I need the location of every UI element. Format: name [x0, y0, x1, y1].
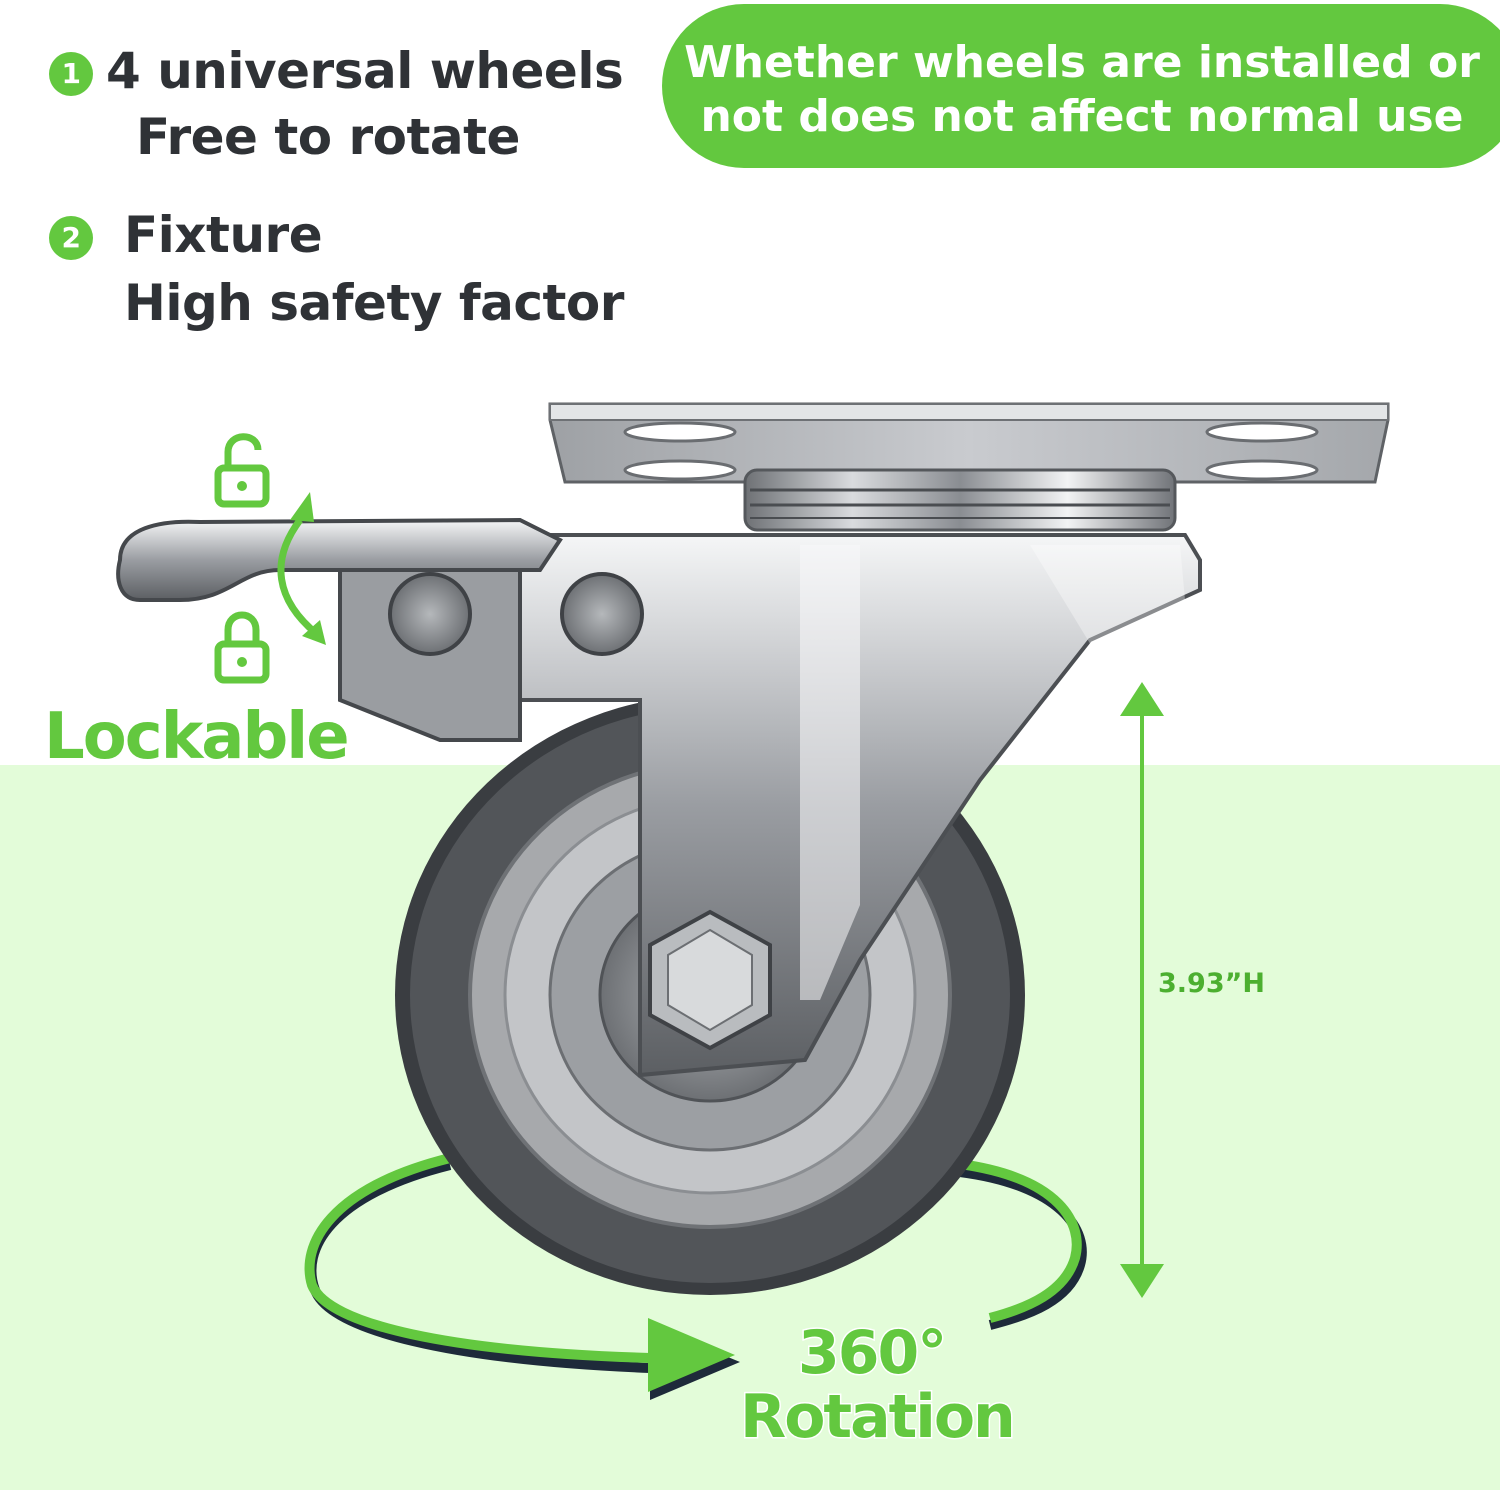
feature-1-subtitle: Free to rotate — [136, 108, 520, 166]
swivel-bearing — [743, 468, 1177, 532]
unlock-icon — [214, 433, 270, 508]
rotation-degrees: 360° — [796, 1317, 948, 1390]
banner-line-1: Whether wheels are installed or — [684, 37, 1480, 88]
rotation-ring-icon — [304, 1153, 1087, 1373]
brake-lever — [116, 517, 644, 742]
rotation-label: Rotation — [739, 1381, 1018, 1454]
feature-number-2: 2 — [49, 216, 93, 260]
lock-icon — [214, 611, 270, 684]
axle-nut — [648, 909, 772, 1051]
rotation-arrow-icon — [648, 1318, 740, 1400]
feature-number-1: 1 — [49, 52, 93, 96]
installation-note-banner: Whether wheels are installed or not does… — [662, 4, 1500, 168]
height-label: 3.93”H — [1158, 968, 1265, 999]
feature-list: 1 4 universal wheels Free to rotate 2 Fi… — [0, 0, 660, 340]
banner-line-2: not does not affect normal use — [700, 91, 1464, 142]
mounting-plate — [548, 402, 1390, 484]
lockable-label: Lockable — [43, 699, 352, 776]
feature-1-title: 4 universal wheels — [106, 42, 624, 100]
double-arrow-icon — [277, 492, 326, 645]
height-arrow-icon — [1120, 682, 1164, 1298]
feature-2-title: Fixture — [124, 206, 323, 264]
feature-2-subtitle: High safety factor — [124, 274, 624, 332]
